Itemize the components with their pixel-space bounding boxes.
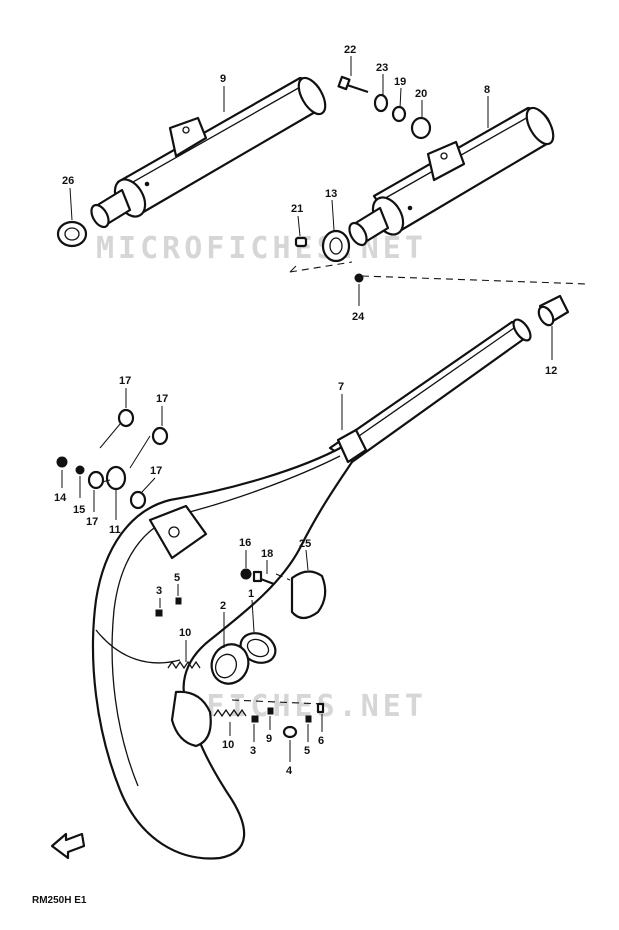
callout-10-lower: 10 — [222, 739, 234, 751]
part-20-collar — [410, 116, 432, 140]
callout-5-lower: 5 — [304, 745, 310, 757]
callout-19: 19 — [394, 76, 406, 88]
part-10-spring-lower — [213, 708, 247, 718]
part-17-washer-b — [151, 426, 169, 446]
callout-2: 2 — [220, 600, 226, 612]
part-14-nut — [56, 456, 68, 468]
part-26-nut — [56, 220, 88, 248]
callout-23: 23 — [376, 62, 388, 74]
part-18-bolt — [252, 570, 275, 586]
callout-10-upper: 10 — [179, 627, 191, 639]
part-9-washer — [267, 707, 274, 715]
callout-16: 16 — [239, 537, 251, 549]
part-15-nut — [75, 465, 85, 475]
front-direction-arrow — [50, 832, 86, 860]
callout-9-lower: 9 — [266, 733, 272, 745]
part-16-washer — [240, 568, 252, 580]
callout-14: 14 — [54, 492, 67, 504]
callout-17-b: 17 — [156, 393, 168, 405]
leader-lines — [61, 56, 553, 762]
part-11-grommet — [105, 465, 127, 491]
model-code: RM250H E1 — [32, 895, 87, 906]
part-1-gasket — [239, 632, 277, 664]
silencer-right — [348, 106, 555, 247]
callout-5-upper: 5 — [174, 572, 180, 584]
callout-20: 20 — [415, 88, 427, 100]
part-25-plate — [290, 570, 327, 620]
callout-26: 26 — [62, 175, 74, 187]
part-22-bolt — [337, 75, 369, 94]
callout-18: 18 — [261, 548, 273, 560]
exhaust-pipe — [91, 318, 532, 860]
assembly-line — [289, 261, 589, 285]
callout-8: 8 — [484, 84, 490, 96]
part-2-seal — [210, 643, 250, 685]
part-10-spring-upper — [167, 660, 201, 670]
part-17-washer-a — [117, 408, 135, 428]
part-3-bolt-upper — [155, 609, 163, 617]
callout-12: 12 — [545, 365, 557, 377]
part-4-bolt — [282, 725, 298, 739]
callout-17-d: 17 — [86, 516, 98, 528]
mount-bracket — [148, 504, 208, 560]
part-13-clamp — [321, 229, 351, 263]
part-5-washer-upper — [175, 597, 182, 605]
callout-7: 7 — [338, 381, 344, 393]
callout-22: 22 — [344, 44, 356, 56]
part-17-washer-c — [87, 470, 105, 490]
callout-15: 15 — [73, 504, 85, 516]
callout-25: 25 — [299, 538, 311, 550]
callout-13: 13 — [325, 188, 337, 200]
silencer-left — [90, 76, 327, 229]
part-21-bolt — [294, 236, 308, 248]
callout-24: 24 — [352, 311, 365, 323]
callout-3-lower: 3 — [250, 745, 256, 757]
callout-21: 21 — [291, 203, 303, 215]
part-5-washer-lower — [305, 715, 312, 723]
callout-17-c: 17 — [150, 465, 162, 477]
part-6-clip — [316, 702, 325, 714]
callout-4: 4 — [286, 765, 293, 777]
callout-11: 11 — [109, 524, 121, 536]
callout-17-a: 17 — [119, 375, 131, 387]
part-17-washer-d — [129, 490, 147, 510]
callout-9: 9 — [220, 73, 226, 85]
callout-6: 6 — [318, 735, 324, 747]
part-23-washer — [373, 93, 389, 113]
part-3-bolt-lower — [251, 715, 259, 723]
callout-1: 1 — [248, 588, 254, 600]
watermark-top: MICROFICHES.NET — [96, 231, 427, 266]
callout-3-upper: 3 — [156, 585, 162, 597]
part-19-grommet — [391, 105, 407, 123]
part-12-sleeve — [537, 294, 570, 327]
part-24-nut — [354, 273, 364, 283]
